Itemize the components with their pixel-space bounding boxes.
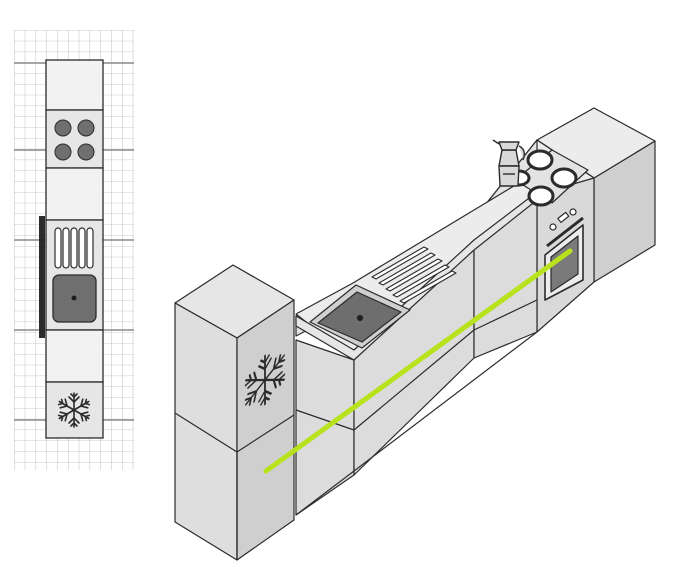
fridge-side — [236, 299, 295, 561]
knob-icon — [549, 223, 557, 231]
plan-hob-burners — [54, 119, 95, 161]
snowflake-icon — [241, 350, 289, 410]
cabinet-join — [353, 329, 475, 431]
plan-hob — [45, 109, 104, 169]
plan-view — [14, 30, 134, 470]
burner-icon — [77, 119, 95, 137]
sink-drainer-grooves — [371, 246, 457, 304]
fridge-front — [174, 302, 238, 561]
snowflake-icon — [55, 392, 93, 428]
cabinet-join — [473, 299, 538, 331]
plan-wall — [39, 216, 45, 338]
drain-icon — [71, 295, 77, 301]
burner-icon — [527, 185, 555, 207]
work-triangle-line — [263, 248, 573, 474]
moka-pot-icon — [492, 139, 526, 187]
knob-icon — [569, 208, 577, 216]
plan-counter-lower — [45, 329, 104, 383]
plinth-line — [295, 331, 538, 516]
isometric-view — [174, 107, 656, 561]
fridge-door-split-side — [236, 414, 295, 453]
cabinet-join — [295, 409, 355, 431]
burner-icon — [54, 119, 72, 137]
oven-display — [557, 211, 570, 224]
oven-knobs — [549, 208, 577, 231]
burner-icon — [526, 149, 554, 171]
burner-icon — [54, 143, 72, 161]
plan-counter-middle — [45, 167, 104, 221]
fridge-door-split-front — [174, 412, 238, 453]
drain-icon — [356, 314, 364, 322]
plan-drainer-grooves — [54, 227, 94, 269]
oven-handle — [546, 216, 584, 248]
burner-icon — [550, 167, 578, 189]
plan-counter-top — [45, 59, 104, 111]
burner-icon — [77, 143, 95, 161]
